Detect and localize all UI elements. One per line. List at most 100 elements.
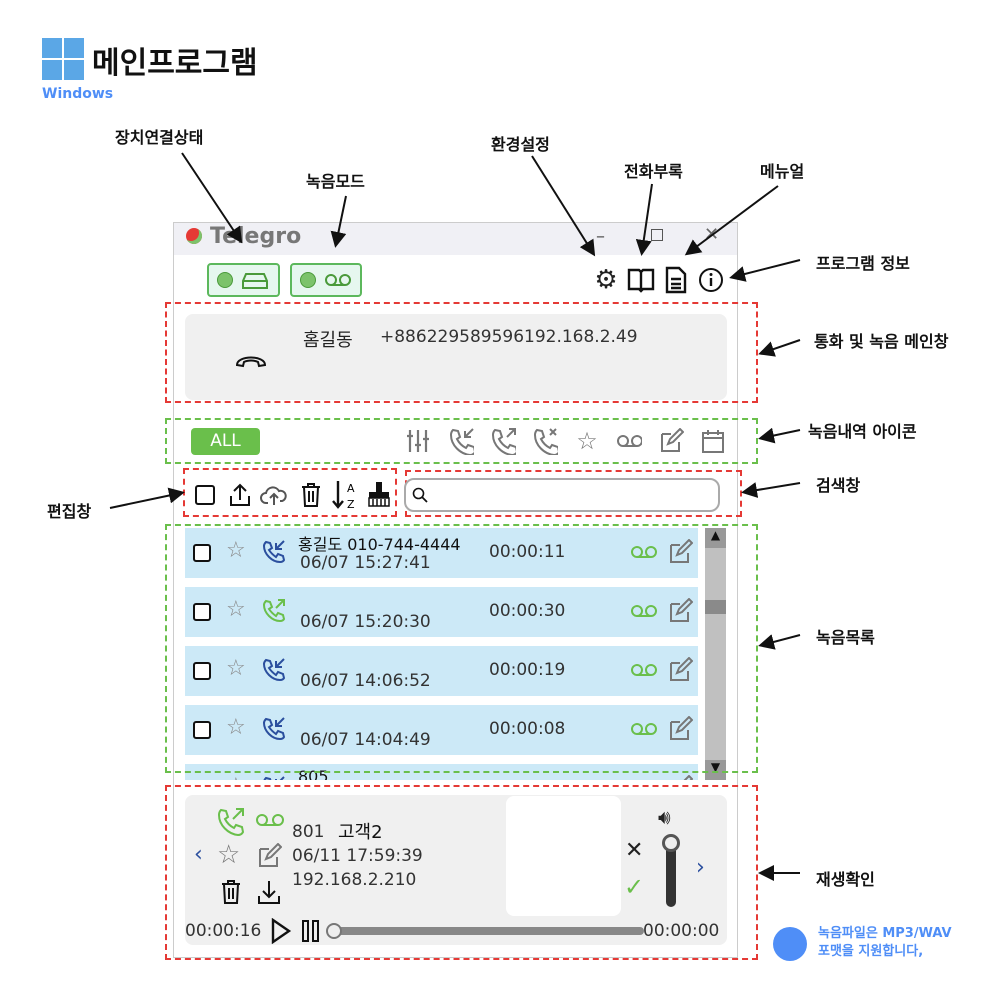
os-label: Windows: [42, 86, 114, 102]
phonebook-icon[interactable]: [627, 267, 655, 293]
row-checkbox[interactable]: [193, 603, 211, 621]
calendar-icon[interactable]: [700, 427, 726, 455]
annotation-list: 녹음목록: [816, 628, 875, 647]
voicemail-icon[interactable]: [630, 663, 658, 677]
voicemail-icon[interactable]: [630, 604, 658, 618]
player-contact-name: 고객2: [338, 822, 383, 843]
edit-icon[interactable]: [667, 539, 693, 565]
player-extension: 801: [292, 822, 325, 842]
progress-track[interactable]: [332, 927, 644, 935]
row-duration: 00:00:19: [489, 660, 566, 680]
download-icon[interactable]: [256, 878, 282, 906]
row-duration: 00:00:30: [489, 601, 566, 621]
clean-brush-icon[interactable]: [366, 480, 392, 508]
edit-icon[interactable]: [667, 598, 693, 624]
outgoing-call-icon: [262, 599, 286, 622]
edit-icon[interactable]: [667, 716, 693, 742]
row-datetime: 06/07 15:27:41: [300, 553, 431, 573]
favorite-star-icon[interactable]: ☆: [226, 774, 246, 780]
export-icon[interactable]: [228, 482, 252, 508]
minimize-button[interactable]: –: [596, 226, 605, 247]
row-checkbox[interactable]: [193, 721, 211, 739]
edit-icon[interactable]: [256, 843, 282, 869]
call-panel: [185, 314, 727, 400]
total-time: 00:00:00: [643, 921, 720, 941]
maximize-button[interactable]: [651, 229, 663, 241]
hangup-icon[interactable]: [234, 353, 268, 369]
outgoing-call-icon[interactable]: [490, 427, 516, 455]
pause-button[interactable]: [301, 919, 321, 943]
annotation-search: 검색창: [816, 476, 861, 495]
list-item[interactable]: ☆ 06/07 14:04:49 00:00:08: [185, 705, 698, 755]
main-area-highlight: [165, 302, 758, 403]
settings-gear-icon[interactable]: ⚙: [594, 265, 618, 295]
player-datetime: 06/11 17:59:39: [292, 846, 423, 866]
row-duration: 00:00:08: [489, 719, 566, 739]
list-item[interactable]: ☆ 06/07 14:06:52 00:00:19: [185, 646, 698, 696]
manual-document-icon[interactable]: [665, 266, 687, 294]
row-checkbox[interactable]: [193, 544, 211, 562]
voicemail-icon[interactable]: [616, 427, 642, 455]
edit-icon[interactable]: [658, 427, 684, 455]
volume-speaker-icon[interactable]: 🔊︎: [658, 805, 671, 829]
filter-all-button[interactable]: ALL: [191, 428, 260, 455]
recording-list: ☆ 홍길도 010-744-4444 06/07 15:27:41 00:00:…: [185, 528, 705, 780]
status-dot: [300, 272, 316, 288]
search-input[interactable]: [404, 478, 720, 512]
favorite-star-icon[interactable]: ☆: [226, 715, 246, 740]
info-icon[interactable]: [698, 267, 724, 293]
page-title: 메인프로그램: [92, 46, 258, 81]
scroll-up-button[interactable]: ▲: [705, 528, 726, 548]
list-item[interactable]: ☆ 홍길도 010-744-4444 06/07 15:27:41 00:00:…: [185, 528, 698, 578]
app-title: Telegro: [210, 224, 302, 249]
edit-icon[interactable]: [667, 775, 693, 780]
note-text: 녹음파일은 MP3/WAV 포맷을 지원합니다,: [818, 925, 952, 961]
sliders-icon[interactable]: [405, 427, 431, 455]
upload-cloud-icon[interactable]: [260, 483, 288, 507]
outgoing-call-icon: [217, 808, 245, 837]
select-all-checkbox[interactable]: [195, 485, 215, 505]
favorite-star-icon[interactable]: ☆: [226, 538, 246, 563]
incoming-call-icon: [262, 717, 286, 740]
annotation-phonebook: 전화부록: [624, 162, 683, 181]
volume-slider[interactable]: [666, 835, 676, 907]
delete-trash-icon[interactable]: [299, 481, 323, 509]
previous-button[interactable]: ‹: [194, 842, 203, 867]
favorite-star-icon[interactable]: ☆: [226, 597, 246, 622]
close-button[interactable]: ✕: [704, 224, 720, 245]
note-line1-prefix: 녹음파일은: [818, 926, 883, 941]
scroll-thumb[interactable]: [705, 600, 726, 614]
annotation-main: 통화 및 녹음 메인창: [814, 332, 949, 351]
memo-box[interactable]: [506, 796, 621, 916]
device-status-button[interactable]: [207, 263, 280, 297]
row-contact: 805: [298, 767, 329, 780]
favorite-star-icon[interactable]: ☆: [217, 840, 241, 870]
incoming-call-icon[interactable]: [448, 427, 474, 455]
edit-icon[interactable]: [667, 657, 693, 683]
next-button[interactable]: ›: [696, 855, 705, 880]
list-item[interactable]: ☆ 06/07 15:20:30 00:00:30: [185, 587, 698, 637]
favorite-star-icon[interactable]: ☆: [226, 656, 246, 681]
svg-text:A: A: [347, 482, 355, 495]
voicemail-icon[interactable]: [630, 545, 658, 559]
annotation-edit: 편집창: [47, 502, 92, 521]
sort-az-icon[interactable]: AZ: [330, 479, 364, 511]
row-checkbox[interactable]: [193, 662, 211, 680]
row-contact: 홍길도 010-744-4444: [298, 535, 461, 554]
record-mode-button[interactable]: [290, 263, 362, 297]
star-icon[interactable]: ☆: [576, 427, 598, 455]
voicemail-icon[interactable]: [630, 722, 658, 736]
list-scrollbar[interactable]: ▲ ▼: [705, 528, 726, 780]
confirm-check-button[interactable]: ✓: [624, 873, 645, 901]
scroll-down-button[interactable]: ▼: [705, 760, 726, 780]
annotation-settings: 환경설정: [491, 135, 550, 154]
delete-trash-icon[interactable]: [219, 878, 243, 906]
cancel-x-button[interactable]: ✕: [625, 838, 644, 863]
caller-number: +886229589596: [380, 327, 525, 347]
play-button[interactable]: [270, 918, 292, 944]
history-icons-highlight: [165, 418, 758, 464]
volume-slider-knob[interactable]: [662, 834, 680, 852]
voicemail-icon: [325, 274, 351, 286]
missed-call-icon[interactable]: [532, 427, 558, 455]
progress-knob[interactable]: [326, 923, 342, 939]
